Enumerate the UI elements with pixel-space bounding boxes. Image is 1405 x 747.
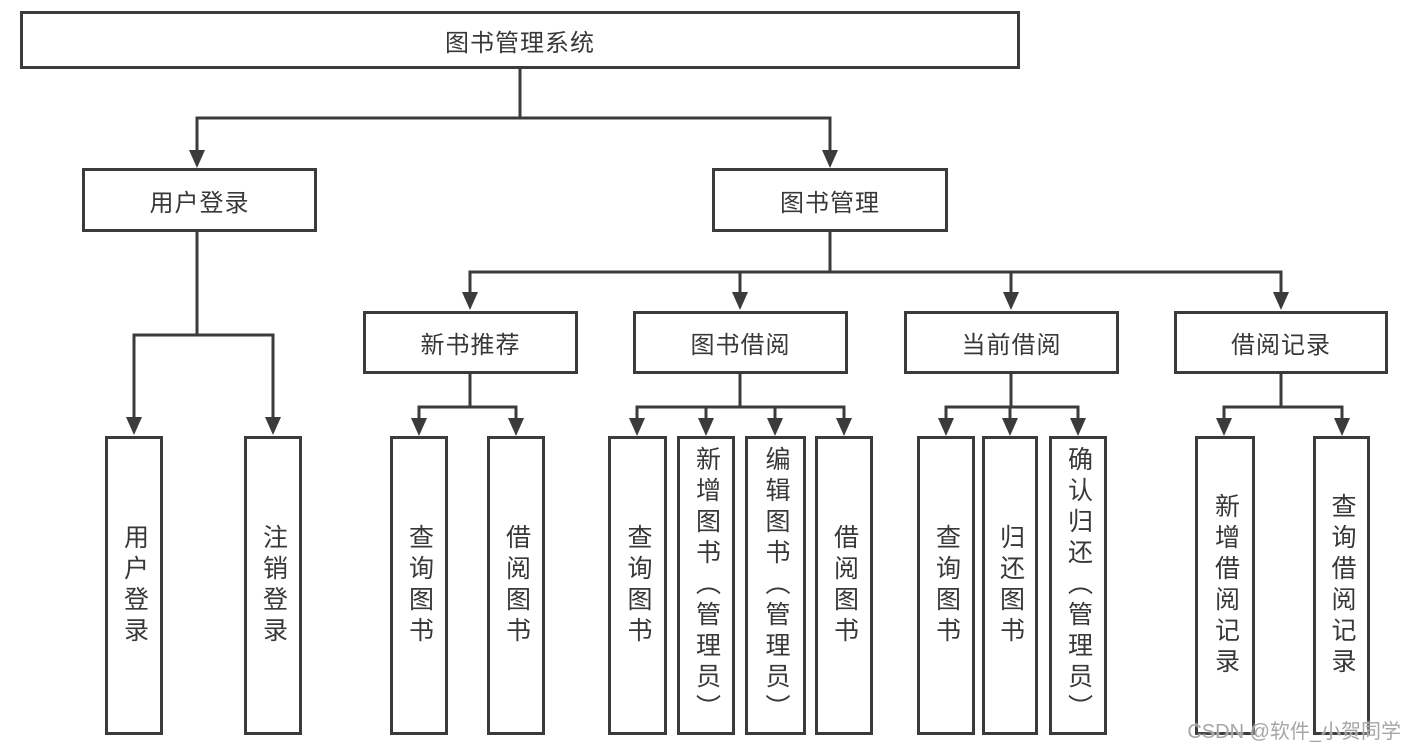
- node-user-login: 用户登录: [82, 168, 317, 232]
- arrowhead-icon: [189, 150, 205, 168]
- arrowhead-icon: [1334, 418, 1350, 436]
- leaf-records-add: 新增借阅记录: [1195, 436, 1255, 735]
- leaf-current-query: 查询图书: [917, 436, 975, 735]
- arrowhead-icon: [508, 418, 524, 436]
- arrowhead-icon: [411, 418, 427, 436]
- leaf-newbooks-query: 查询图书: [390, 436, 448, 735]
- arrowhead-icon: [462, 292, 478, 310]
- arrowhead-icon: [1070, 418, 1086, 436]
- arrowhead-icon: [1002, 418, 1018, 436]
- connector-root-to-level2: [189, 69, 838, 168]
- arrowhead-icon: [1216, 418, 1232, 436]
- connector-book-borrow-children: [629, 373, 852, 436]
- connector-current-borrow-children: [938, 373, 1086, 436]
- arrowhead-icon: [767, 418, 783, 436]
- node-new-books: 新书推荐: [363, 311, 578, 374]
- leaf-newbooks-borrow: 借阅图书: [487, 436, 545, 735]
- leaf-borrow-borrow: 借阅图书: [815, 436, 873, 735]
- arrowhead-icon: [836, 418, 852, 436]
- connector-new-books-children: [411, 373, 524, 436]
- watermark: CSDN @软件_小贺同学: [1187, 721, 1401, 743]
- connector-book-mgmt-children: [462, 232, 1289, 310]
- connector-user-login-children: [126, 232, 281, 435]
- node-root: 图书管理系统: [20, 11, 1020, 69]
- arrowhead-icon: [1003, 292, 1019, 310]
- connector-borrow-records-children: [1216, 373, 1350, 436]
- arrowhead-icon: [938, 418, 954, 436]
- node-borrow-records: 借阅记录: [1174, 311, 1388, 374]
- leaf-borrow-query: 查询图书: [608, 436, 667, 735]
- leaf-records-query: 查询借阅记录: [1313, 436, 1370, 735]
- arrowhead-icon: [265, 417, 281, 435]
- arrowhead-icon: [732, 292, 748, 310]
- leaf-current-confirm: 确认归还（管理员）: [1049, 436, 1107, 735]
- arrowhead-icon: [126, 417, 142, 435]
- node-book-mgmt: 图书管理: [712, 168, 948, 232]
- node-book-borrow: 图书借阅: [633, 311, 848, 374]
- leaf-borrow-edit: 编辑图书（管理员）: [745, 436, 806, 735]
- leaf-user-login: 用户登录: [105, 436, 163, 735]
- arrowhead-icon: [1273, 292, 1289, 310]
- arrowhead-icon: [698, 418, 714, 436]
- node-current-borrow: 当前借阅: [904, 311, 1119, 374]
- arrowhead-icon: [629, 418, 645, 436]
- leaf-current-return: 归还图书: [982, 436, 1038, 735]
- leaf-logout: 注销登录: [244, 436, 302, 735]
- arrowhead-icon: [822, 150, 838, 168]
- leaf-borrow-add: 新增图书（管理员）: [677, 436, 735, 735]
